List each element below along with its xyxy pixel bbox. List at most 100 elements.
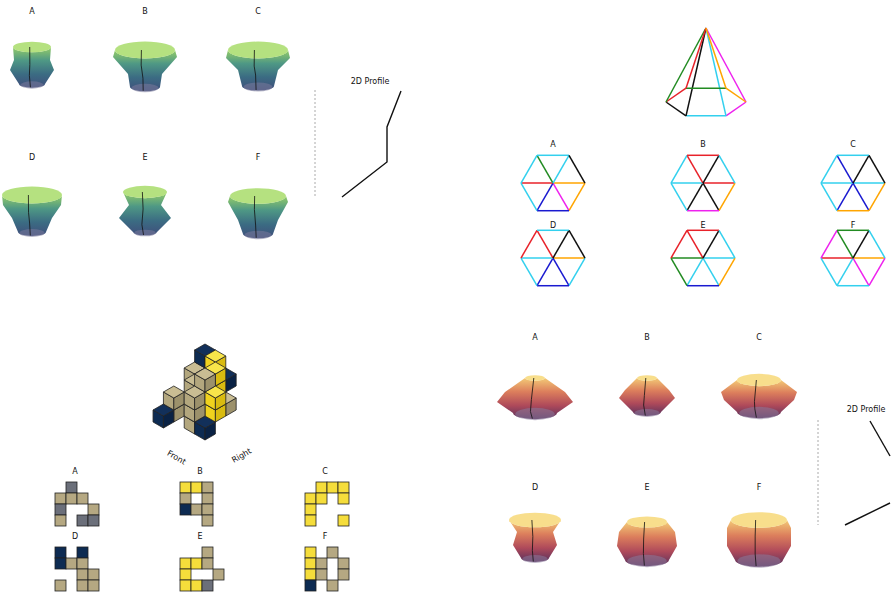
grid-cell: [213, 569, 224, 580]
solid-seam: [254, 50, 256, 90]
hexagon-spoke: [853, 183, 869, 211]
hexagon-edge: [837, 155, 869, 157]
revolved-solid: [119, 186, 171, 237]
solid-top: [525, 375, 545, 381]
hexagon-edge: [671, 258, 687, 286]
grid-cell: [316, 482, 327, 493]
option-letter: A: [532, 334, 537, 343]
solid-base: [739, 407, 779, 419]
hexagon-edge: [521, 258, 537, 286]
grid-cell: [55, 547, 66, 558]
revolved-solid: [10, 42, 54, 89]
hexagon-net: [671, 155, 735, 210]
hexagon-spoke: [521, 257, 553, 259]
hexagon-edge: [521, 183, 537, 211]
revolved-solid: [113, 42, 177, 93]
solid-seam: [29, 47, 30, 87]
solid-seam: [755, 520, 757, 566]
grid-cell: [191, 504, 202, 515]
option-letter: D: [72, 533, 78, 542]
hexagon-edge: [569, 230, 585, 258]
hexagon-edge: [837, 210, 869, 212]
view-grid: [305, 547, 349, 591]
option-letter: A: [72, 468, 77, 477]
hexagon-spoke: [853, 257, 885, 259]
option-letter: E: [644, 484, 649, 493]
hexagon-net: [521, 155, 585, 210]
revolved-solid: [497, 375, 573, 420]
solid-side: [119, 192, 171, 235]
solid-side: [619, 378, 675, 416]
grid-cell: [202, 504, 213, 515]
grid-cell: [180, 558, 191, 569]
solid-side: [497, 378, 573, 419]
hexagon-edge: [821, 258, 837, 286]
hexagon-edge: [719, 155, 735, 183]
grid-cell: [66, 558, 77, 569]
solid-top: [637, 375, 657, 381]
revolved-solid: [228, 188, 288, 239]
hexagon-edge: [837, 285, 869, 287]
solid-seam: [643, 522, 644, 566]
hexagon-edge: [521, 230, 537, 258]
grid-cell: [88, 504, 99, 515]
grid-cell: [77, 580, 88, 591]
pyramid-edge: [726, 88, 746, 102]
pyramid-edge: [706, 28, 726, 116]
hexagon-spoke: [537, 230, 553, 258]
hexagon-edge: [869, 258, 885, 286]
hexagon-edge: [687, 155, 719, 157]
option-letter: F: [256, 154, 261, 163]
view-grid: [55, 547, 99, 591]
solid-top: [509, 513, 561, 528]
option-letter: E: [142, 154, 147, 163]
hexagon-edge: [537, 210, 569, 212]
hexagon-spoke: [703, 257, 735, 259]
cube-face: [163, 386, 184, 398]
profile-title: 2D Profile: [847, 406, 886, 415]
hexagon-edge: [671, 155, 687, 183]
profile-line: [342, 91, 401, 197]
hexagon-net: [821, 230, 885, 285]
solid-side: [10, 47, 54, 88]
hexagon-spoke: [553, 183, 569, 211]
pyramid-edge: [706, 28, 746, 102]
grid-cell: [77, 547, 88, 558]
hexagon-edge: [719, 183, 735, 211]
hexagon-edge: [569, 183, 585, 211]
pyramid-edge: [686, 87, 726, 89]
option-letter: D: [550, 222, 556, 231]
grid-cell: [305, 580, 316, 591]
cube-face: [205, 350, 226, 362]
grid-cell: [55, 580, 66, 591]
grid-cell: [327, 482, 338, 493]
grid-cell: [338, 558, 349, 569]
grid-cell: [55, 515, 66, 526]
option-letter: C: [756, 334, 762, 343]
solid-base: [19, 229, 44, 237]
option-letter: F: [757, 484, 762, 493]
hexagon-edge: [869, 230, 885, 258]
solid-seam: [532, 520, 533, 562]
grid-cell: [202, 547, 213, 558]
grid-cell: [202, 580, 213, 591]
dashed-separator: [818, 420, 819, 525]
grid-cell: [77, 569, 88, 580]
grid-cell: [55, 504, 66, 515]
revolved-solid: [617, 516, 677, 567]
view-grid: [55, 482, 99, 526]
hexagon-spoke: [837, 155, 853, 183]
hexagon-edge: [537, 155, 569, 157]
hexagon-edge: [569, 258, 585, 286]
solid-seam: [254, 196, 256, 238]
hexagon-edge: [821, 230, 837, 258]
option-letter: B: [142, 8, 148, 17]
pyramid-edge: [666, 28, 706, 102]
grid-cell: [180, 493, 191, 504]
hexagon-spoke: [853, 230, 869, 258]
hexagon-spoke: [703, 182, 735, 184]
grid-cell: [66, 493, 77, 504]
grid-cell: [180, 482, 191, 493]
grid-cell: [316, 493, 327, 504]
